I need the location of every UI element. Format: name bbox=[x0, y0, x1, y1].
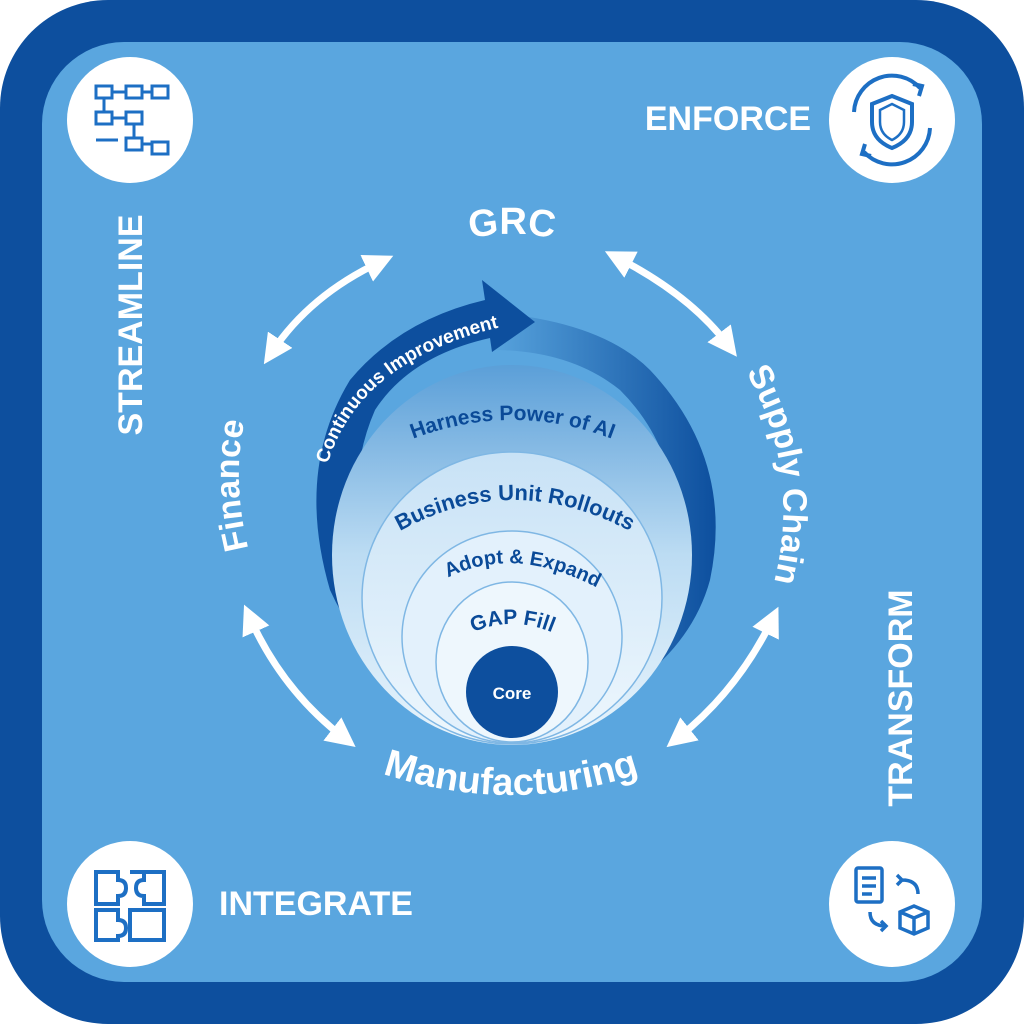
layer-core bbox=[466, 646, 558, 738]
cycle-label-grc: GRC bbox=[466, 201, 559, 247]
nested-layers bbox=[332, 365, 692, 745]
corner-label-enforce: ENFORCE bbox=[645, 100, 811, 138]
arrow-supply-manufacturing bbox=[666, 606, 779, 748]
corner-label-transform: TRANSFORM bbox=[882, 589, 920, 806]
arrow-grc-finance bbox=[263, 254, 394, 365]
corner-label-integrate: INTEGRATE bbox=[219, 885, 413, 923]
arrow-finance-manufacturing bbox=[242, 604, 356, 748]
shield-cycle-icon bbox=[829, 57, 955, 183]
document-cube-exchange-icon bbox=[829, 841, 955, 967]
cycle-arrows bbox=[242, 251, 779, 748]
arrow-grc-supply bbox=[604, 251, 737, 357]
layer-label-core: Core bbox=[493, 684, 532, 703]
puzzle-icon bbox=[67, 841, 193, 967]
workflow-icon bbox=[67, 57, 193, 183]
corner-label-streamline: STREAMLINE bbox=[112, 215, 150, 436]
